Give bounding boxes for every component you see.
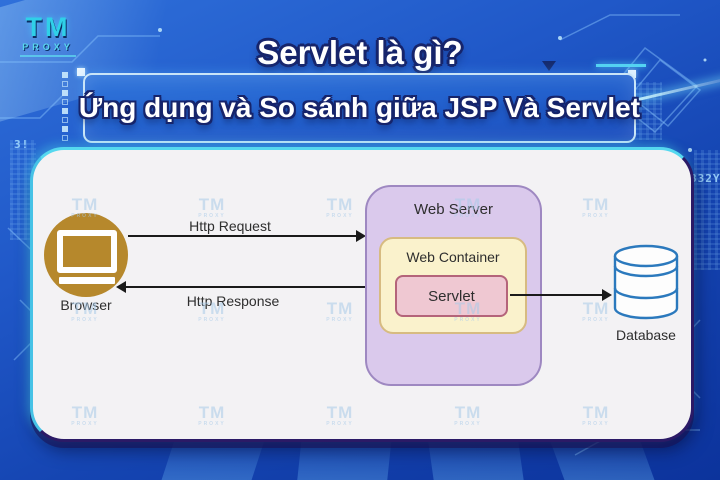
background-code-right: 832Y [690, 172, 720, 185]
database-arrowhead-icon [602, 289, 612, 301]
triangle-marker-icon [542, 61, 556, 71]
database-cylinder-icon [613, 244, 679, 320]
cyan-accent-segment [596, 64, 646, 67]
web-container-label: Web Container [406, 249, 500, 265]
decor-square-column [62, 72, 68, 144]
logo-tm-text: TM [25, 12, 71, 42]
logo-underline [20, 55, 76, 57]
http-request-arrow [128, 235, 357, 237]
web-server-label: Web Server [414, 201, 493, 218]
logo-proxy-text: PROXY [22, 42, 74, 52]
subtitle-frame: Ứng dụng và So sánh giữa JSP Và Servlet [79, 73, 640, 143]
http-request-label: Http Request [189, 218, 271, 234]
background-code-left: 3! [14, 138, 30, 151]
frame-corner-handle-left [77, 68, 85, 76]
computer-monitor-base-icon [59, 277, 115, 284]
page-subtitle: Ứng dụng và So sánh giữa JSP Và Servlet [78, 92, 641, 123]
servlet-label: Servlet [428, 287, 475, 305]
page-title: Servlet là gì? [257, 34, 463, 71]
database-label: Database [616, 327, 676, 343]
digit-noise-right [694, 150, 720, 270]
servlet-box: Servlet [395, 275, 508, 317]
computer-monitor-icon [57, 230, 117, 273]
tmproxy-logo: TM PROXY [20, 14, 76, 57]
servlet-to-database-arrow [510, 294, 604, 296]
http-response-arrowhead-icon [116, 281, 126, 293]
http-response-arrow [126, 286, 365, 288]
browser-label: Browser [60, 297, 112, 313]
http-request-arrowhead-icon [356, 230, 366, 242]
http-response-label: Http Response [186, 293, 280, 309]
